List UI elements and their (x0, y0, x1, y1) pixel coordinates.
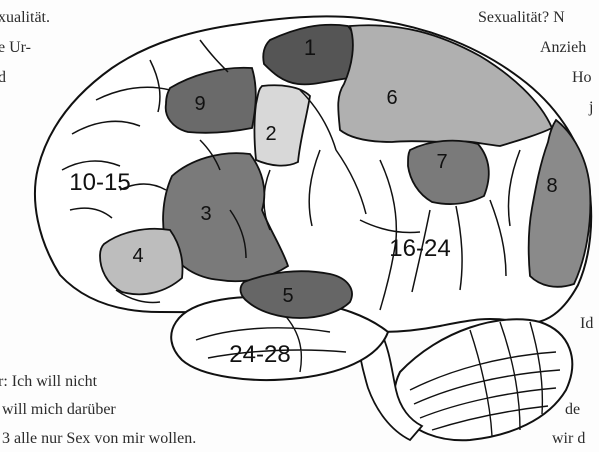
region-7-label: 7 (436, 151, 447, 173)
region-6-label: 6 (386, 87, 397, 109)
region-2-label: 2 (265, 123, 276, 145)
region-3-label: 3 (200, 203, 211, 225)
region-4-label: 4 (132, 245, 143, 267)
region-24-28-label: 24-28 (229, 341, 290, 368)
region-10-15-label: 10-15 (69, 169, 130, 196)
region-8-label: 8 (546, 175, 557, 197)
region-16-24-label: 16-24 (389, 235, 450, 262)
region-9-label: 9 (194, 93, 205, 115)
region-5-label: 5 (282, 285, 293, 307)
region-6 (338, 25, 552, 146)
region-1-label: 1 (304, 35, 316, 60)
